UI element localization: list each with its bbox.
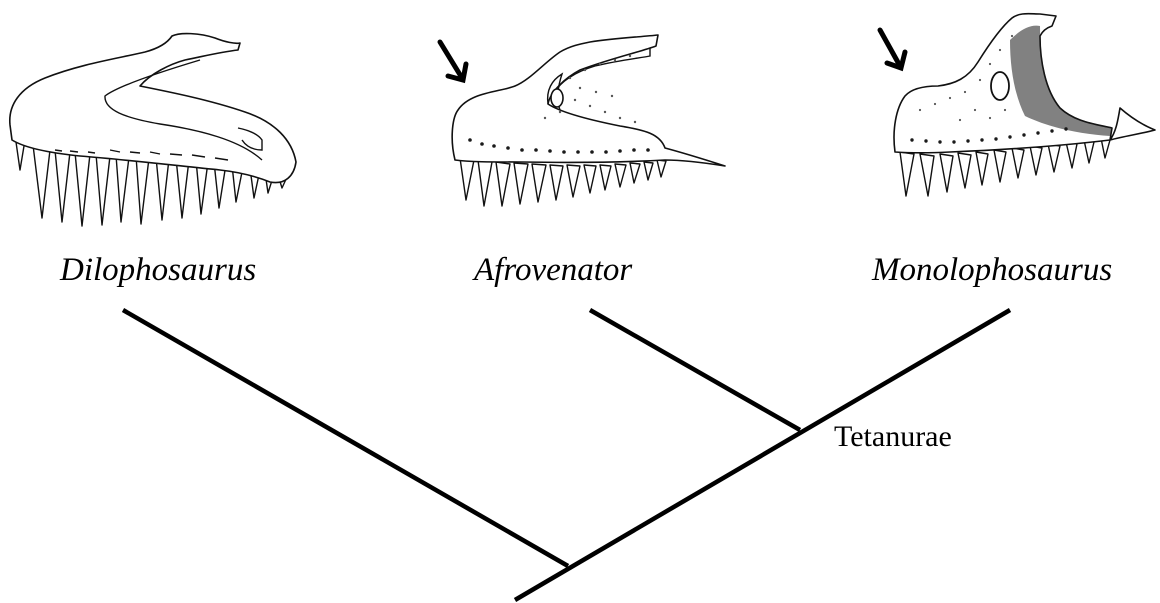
cladogram-tree (123, 310, 1010, 600)
clade-label-tetanurae: Tetanurae (834, 420, 952, 453)
taxon-label-afrovenator: Afrovenator (472, 252, 632, 288)
taxon-label-dilophosaurus: Dilophosaurus (59, 252, 256, 288)
monolophosaurus-maxilla-icon (894, 14, 1155, 196)
arrow-icon (440, 42, 466, 80)
branch-afrovenator (590, 310, 800, 430)
taxon-label-monolophosaurus: Monolophosaurus (871, 252, 1112, 288)
arrow-icon (880, 30, 905, 68)
afrovenator-maxilla-icon (452, 35, 725, 206)
branch-dilophosaurus (123, 310, 568, 566)
branch-tetanurae-monolophosaurus (515, 310, 1010, 600)
dilophosaurus-maxilla-icon (10, 34, 296, 226)
